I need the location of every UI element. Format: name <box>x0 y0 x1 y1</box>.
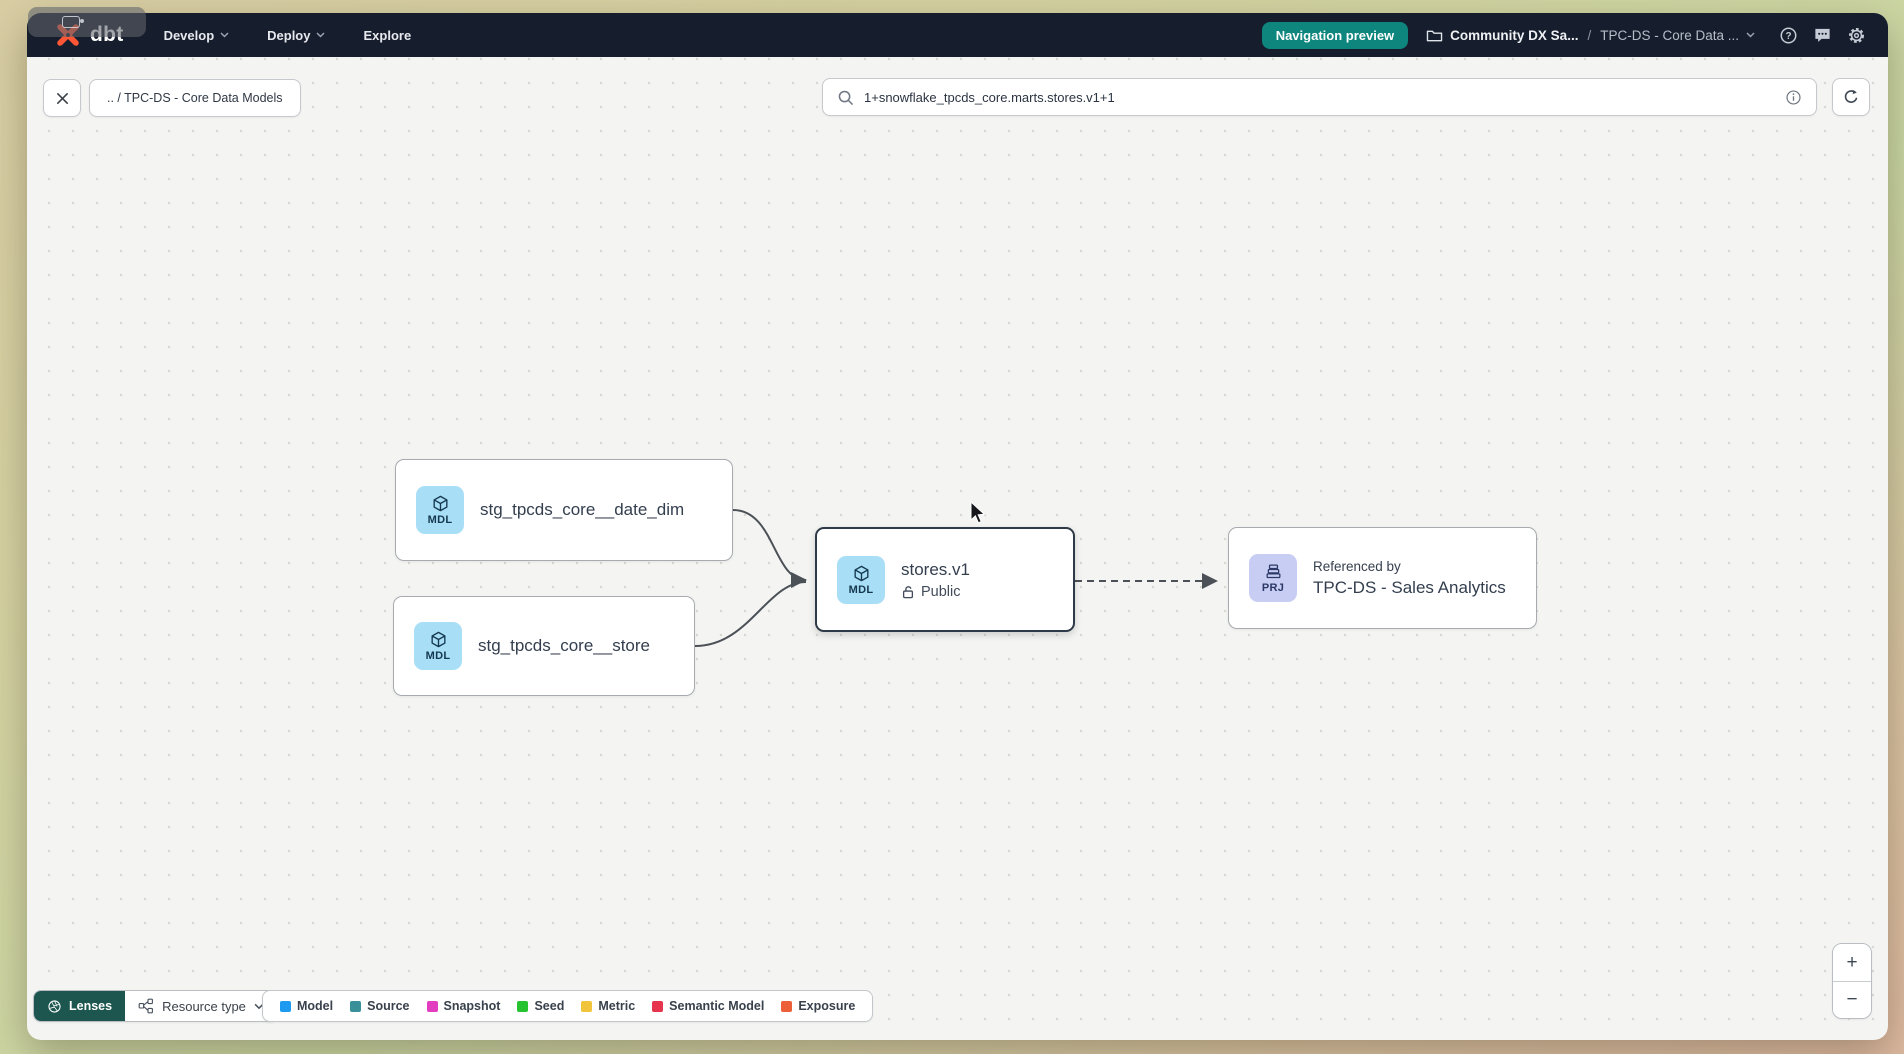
legend-item-source: Source <box>350 999 410 1013</box>
resource-type-label: Resource type <box>162 998 246 1014</box>
screen-recording-pill <box>28 7 146 37</box>
lock-open-icon <box>902 586 914 599</box>
nav-item-label: Explore <box>363 27 412 43</box>
legend-swatch <box>426 1000 438 1012</box>
resource-type-dropdown[interactable]: Resource type <box>125 991 277 1021</box>
legend-swatch <box>350 1000 362 1012</box>
nav-icons: ? <box>1779 26 1866 45</box>
cube-icon <box>430 631 446 648</box>
app-window: dbt Develop Deploy Explore Navigation pr… <box>27 13 1888 1040</box>
zoom-divider <box>1833 980 1871 982</box>
legend-item-semantic-model: Semantic Model <box>652 999 764 1013</box>
node-tpcds-sales-analytics[interactable]: PRJ Referenced by TPC-DS - Sales Analyti… <box>1228 527 1537 629</box>
breadcrumb-separator: / <box>1587 27 1592 43</box>
legend-swatch <box>781 1000 793 1012</box>
legend-item-model: Model <box>280 999 333 1013</box>
node-sublabel: Referenced by <box>1313 558 1401 574</box>
nav-menu: Develop Deploy Explore <box>164 28 412 43</box>
node-access: Public <box>901 584 970 600</box>
lenses-aperture-icon <box>48 999 61 1013</box>
lenses-label: Lenses <box>69 999 113 1013</box>
model-resource-icon: MDL <box>416 486 464 534</box>
breadcrumb-page-label: TPC-DS - Core Data ... <box>1600 27 1739 43</box>
legend-item-snapshot: Snapshot <box>426 999 501 1013</box>
node-label: stores.v1 <box>901 559 970 579</box>
legend-swatch <box>581 1000 593 1012</box>
cube-icon <box>853 565 869 581</box>
camera-icon <box>62 16 84 28</box>
nav-item-label: Deploy <box>267 27 311 43</box>
legend-swatch <box>652 1000 664 1012</box>
node-stores-v1[interactable]: MDL stores.v1 Public <box>815 527 1075 632</box>
legend-label: Exposure <box>798 999 856 1013</box>
zoom-in-button[interactable]: + <box>1833 944 1871 981</box>
project-resource-icon: PRJ <box>1249 554 1297 602</box>
resource-badge: MDL <box>848 583 874 596</box>
navigation-preview-badge[interactable]: Navigation preview <box>1261 21 1409 49</box>
node-label: stg_tpcds_core__date_dim <box>480 500 685 519</box>
chevron-down-icon <box>316 32 326 38</box>
lenses-button[interactable]: Lenses <box>34 991 126 1021</box>
node-stg-tpcds-core-date-dim[interactable]: MDL stg_tpcds_core__date_dim <box>395 459 733 561</box>
lens-controls: Lenses Resource type <box>33 990 278 1022</box>
node-label: stg_tpcds_core__store <box>478 636 650 655</box>
help-icon[interactable]: ? <box>1779 26 1798 45</box>
nav-right: Navigation preview Community DX Sa... / … <box>1261 21 1866 49</box>
model-resource-icon: MDL <box>414 622 462 670</box>
close-icon <box>56 92 68 104</box>
nav-item-deploy[interactable]: Deploy <box>267 27 326 43</box>
model-resource-icon: MDL <box>837 555 885 604</box>
search-icon <box>838 90 853 105</box>
refresh-lineage-button[interactable] <box>1832 78 1870 116</box>
legend-label: Metric <box>598 999 636 1013</box>
resource-type-icon <box>138 998 154 1014</box>
legend-swatch <box>280 1000 291 1012</box>
nav-item-label: Develop <box>163 27 215 43</box>
node-access-label: Public <box>921 583 961 600</box>
feedback-icon[interactable] <box>1813 26 1832 45</box>
lineage-search-input[interactable] <box>864 89 1775 105</box>
legend-swatch <box>517 1000 529 1012</box>
legend-item-exposure: Exposure <box>781 999 855 1013</box>
legend-item-metric: Metric <box>581 999 635 1013</box>
legend-label: Semantic Model <box>669 999 765 1013</box>
resource-badge: MDL <box>427 514 453 526</box>
lineage-breadcrumb-chip[interactable]: .. / TPC-DS - Core Data Models <box>89 79 301 117</box>
svg-text:?: ? <box>1785 30 1791 41</box>
legend-item-seed: Seed <box>517 999 564 1013</box>
info-icon[interactable] <box>1785 89 1802 106</box>
settings-gear-icon[interactable] <box>1847 26 1866 45</box>
top-navbar: dbt Develop Deploy Explore Navigation pr… <box>27 13 1888 57</box>
resource-badge: PRJ <box>1261 582 1285 594</box>
zoom-controls: + − <box>1832 943 1872 1019</box>
chevron-down-icon <box>254 1003 264 1009</box>
legend-label: Source <box>367 999 410 1013</box>
folder-icon <box>1426 30 1443 41</box>
breadcrumb-project[interactable]: Community DX Sa... <box>1426 28 1578 43</box>
breadcrumb-project-label: Community DX Sa... <box>1450 27 1579 43</box>
resource-badge: MDL <box>425 650 451 662</box>
node-label: TPC-DS - Sales Analytics <box>1313 577 1506 597</box>
nav-breadcrumb: Community DX Sa... / TPC-DS - Core Data … <box>1426 28 1755 43</box>
chevron-down-icon <box>220 32 229 38</box>
nav-item-develop[interactable]: Develop <box>164 28 230 43</box>
legend-label: Model <box>297 999 334 1013</box>
zoom-out-button[interactable]: − <box>1833 981 1871 1018</box>
legend-label: Seed <box>534 999 565 1013</box>
nav-item-explore[interactable]: Explore <box>363 28 411 43</box>
chevron-down-icon <box>1746 32 1755 38</box>
lineage-search-bar <box>822 78 1817 116</box>
close-lineage-button[interactable] <box>43 79 81 117</box>
breadcrumb-page[interactable]: TPC-DS - Core Data ... <box>1600 28 1755 43</box>
lineage-breadcrumb-label: .. / TPC-DS - Core Data Models <box>107 91 283 105</box>
project-stack-icon <box>1266 564 1280 579</box>
cube-icon <box>432 495 448 512</box>
resource-legend: Model Source Snapshot Seed Metric Semantic Mo… <box>262 990 874 1022</box>
node-stg-tpcds-core-store[interactable]: MDL stg_tpcds_core__store <box>393 596 695 696</box>
legend-label: Snapshot <box>443 999 501 1013</box>
refresh-icon <box>1844 89 1858 103</box>
